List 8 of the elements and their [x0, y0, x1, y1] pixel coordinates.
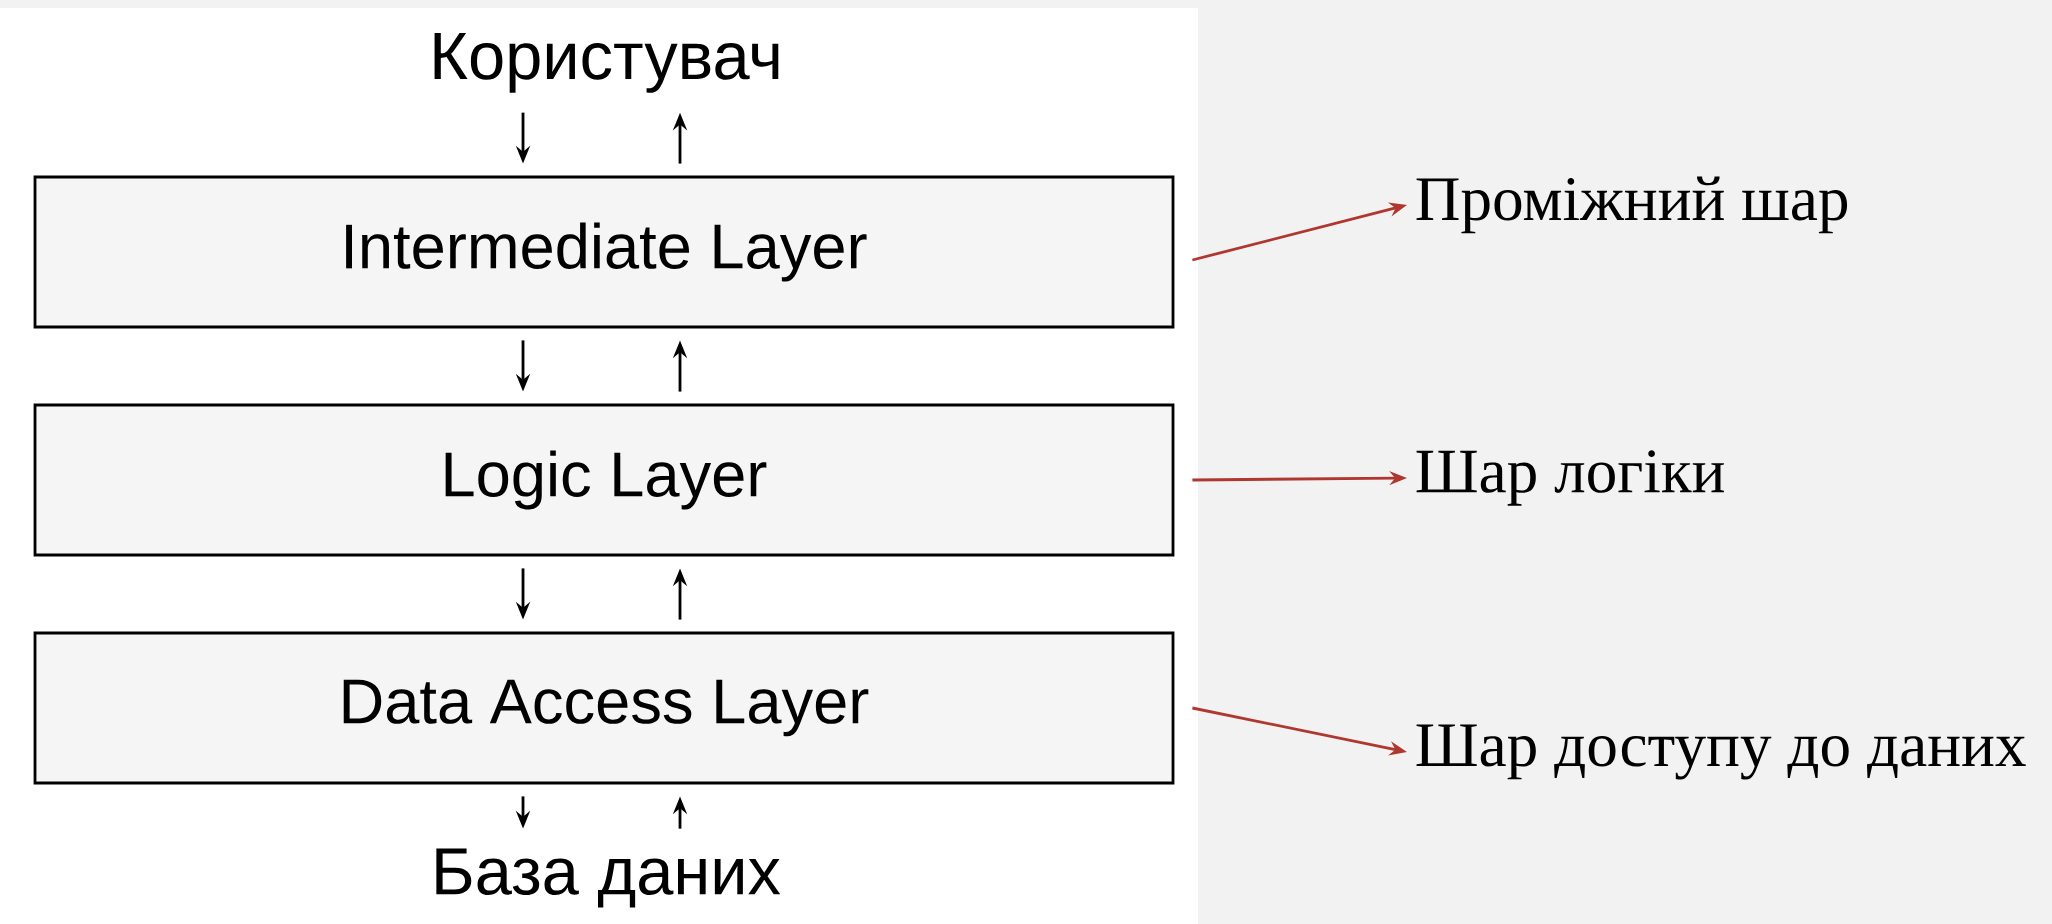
layer-label: Шар доступу до даних — [1416, 724, 2026, 780]
layer-box: Intermediate Layer — [33, 175, 1175, 329]
endpoint-label: База даних — [436, 848, 781, 908]
layer-box: Logic Layer — [33, 403, 1175, 557]
endpoint-label: Користувач — [434, 33, 779, 93]
layer-label: Шар логіки — [1416, 450, 1724, 506]
layer-label: Проміжний шар — [1416, 176, 1848, 234]
layer-box: Data Access Layer — [33, 631, 1175, 785]
